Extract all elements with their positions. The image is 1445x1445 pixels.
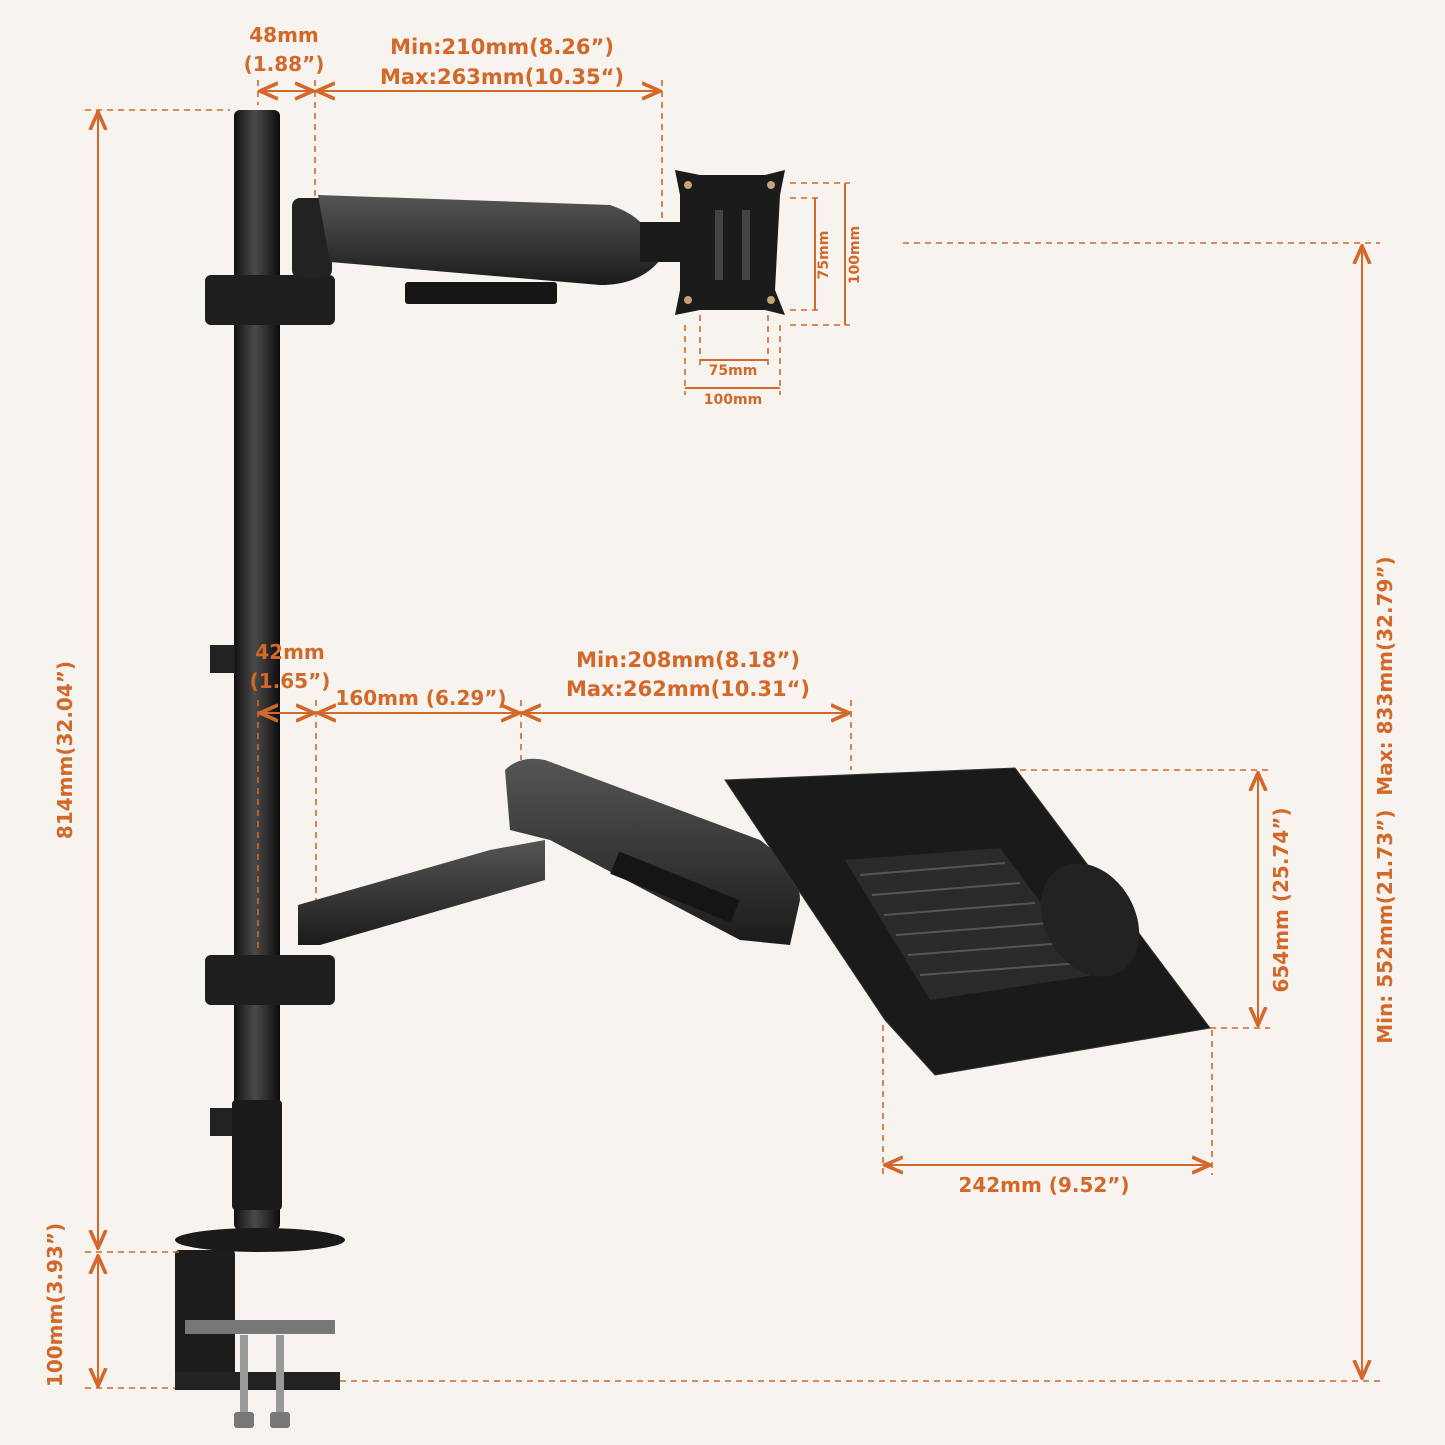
upper-arm-max-label: Max:263mm(10.35“) [380,65,624,89]
tray-depth-label: 654mm (25.74”) [1269,807,1293,992]
vesa-100-horizontal-label: 100mm [704,392,762,408]
pole-diameter-inch-label: (1.88”) [244,52,325,76]
lower-arm-max-label: Max:262mm(10.31“) [566,677,810,701]
vesa-plate [675,170,785,315]
upper-monitor-arm [292,195,680,304]
desk-clamp [175,1228,345,1428]
keyboard-tray [724,767,1211,1076]
upper-arm-min-label: Min:210mm(8.26”) [390,35,614,59]
pole-diameter-label: 48mm [249,23,319,47]
tray-width-label: 242mm (9.52”) [958,1173,1129,1197]
dimension-lines [85,80,1380,1389]
vesa-75-vertical-label: 75mm [816,231,832,280]
pole-height-label: 814mm(32.04”) [53,661,77,839]
height-range-label: Min: 552mm(21.73”) Max: 833mm(32.79”) [1373,556,1397,1043]
clamp-height-label: 100mm(3.93”) [43,1223,67,1387]
vesa-75-horizontal-label: 75mm [709,363,758,379]
lower-pole-offset-label: 42mm [255,640,325,664]
lower-arm-first-label: 160mm (6.29”) [335,686,506,710]
lower-pole-offset-inch-label: (1.65”) [250,669,331,693]
keyboard-arm [298,758,800,945]
pole [205,110,335,1230]
vesa-100-vertical-label: 100mm [847,226,863,284]
lower-arm-min-label: Min:208mm(8.18”) [576,648,800,672]
